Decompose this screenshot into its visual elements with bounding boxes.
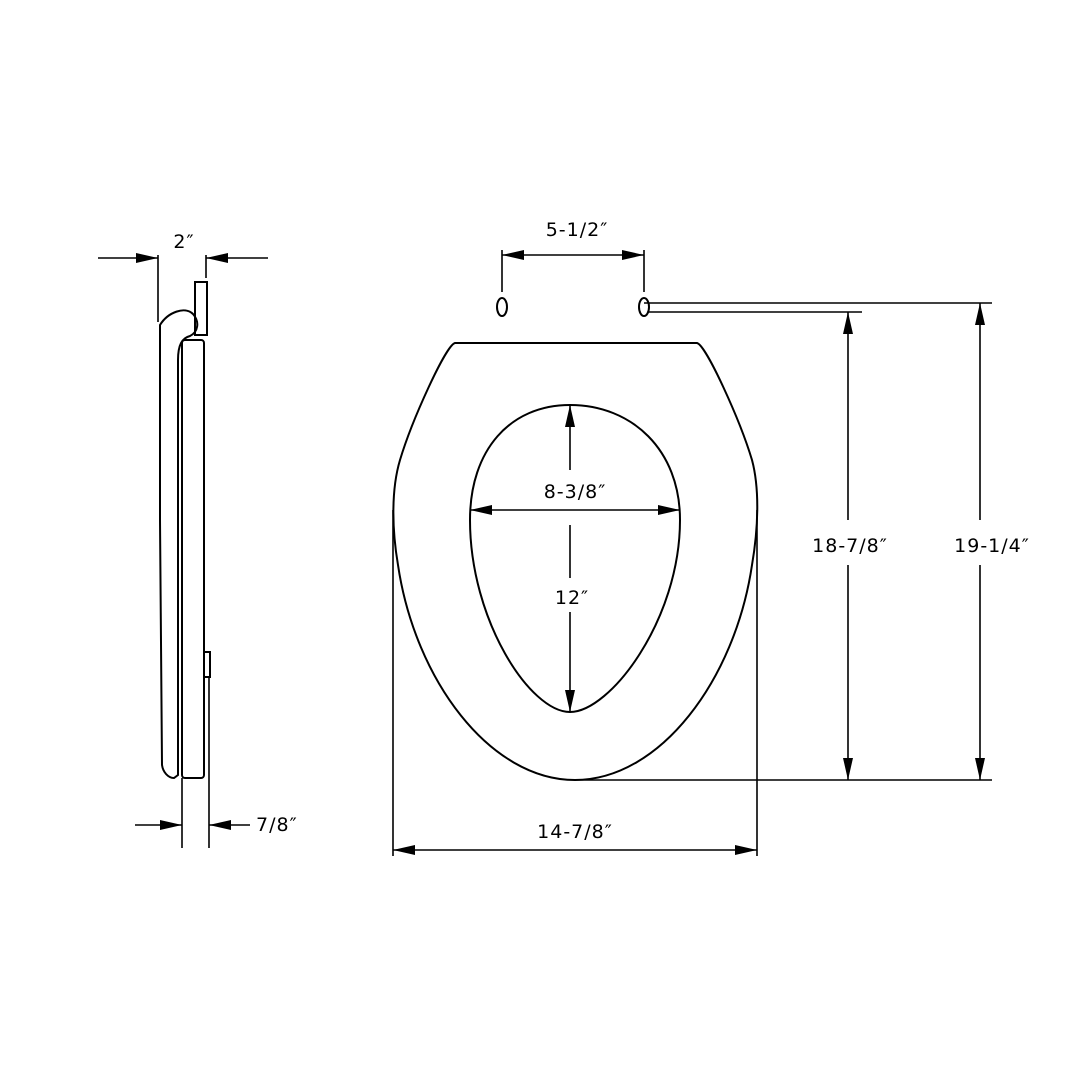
hinge-hole-left — [496, 297, 508, 317]
overall-length-label: 19-1/4″ — [954, 535, 1030, 557]
seat-profile — [159, 309, 199, 780]
seat-length-label: 18-7/8″ — [812, 535, 888, 557]
lid-profile — [181, 339, 205, 779]
bumper-tab — [203, 651, 211, 678]
width-label: 2″ — [173, 231, 194, 253]
hinge-hole-right — [638, 297, 650, 317]
lid-thickness-label: 7/8″ — [256, 814, 298, 836]
hinge-spacing-label: 5-1/2″ — [546, 219, 609, 241]
seat-width-label: 14-7/8″ — [537, 821, 613, 843]
hinge-block — [194, 281, 208, 336]
opening-length-label: 12″ — [555, 587, 589, 609]
side-view: 2″ 7/8″ — [98, 231, 298, 848]
opening-width-label: 8-3/8″ — [544, 481, 607, 503]
seat-opening — [468, 403, 682, 714]
seat-outline — [392, 342, 759, 782]
front-view: 5-1/2″ 18-7/8″ 19-1/4″ 14-7/8″ 8-3/8″ 12… — [392, 219, 1030, 856]
